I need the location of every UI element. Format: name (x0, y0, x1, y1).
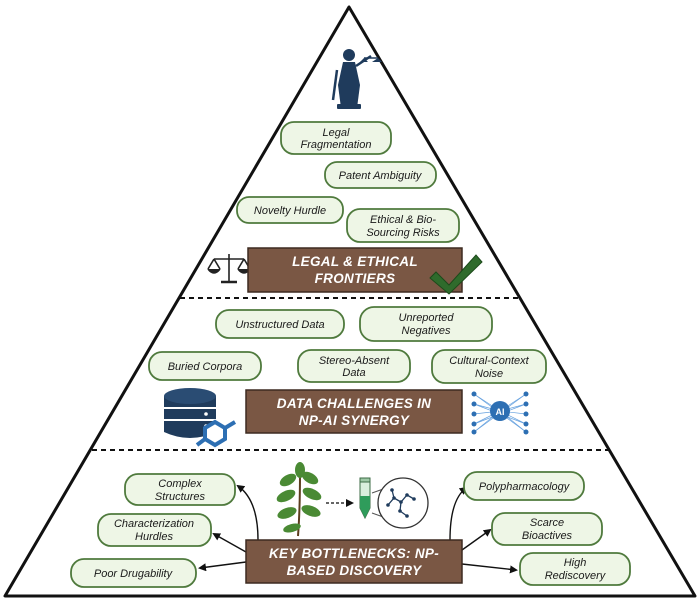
pill-cultural-noise-line2: Noise (475, 368, 503, 380)
pill-scarce-bioactives-line2: Bioactives (522, 530, 573, 542)
pill-ethical-risks: Ethical & Bio- Sourcing Risks (346, 208, 460, 243)
magnified-molecule-icon (371, 477, 429, 529)
pill-characterization-line1: Characterization (114, 518, 194, 530)
pill-patent-ambiguity: Patent Ambiguity (324, 161, 437, 189)
arrow-to-scarce-bioactives (461, 528, 492, 551)
pill-patent-ambiguity-label: Patent Ambiguity (339, 170, 423, 182)
pill-characterization-line2: Hurdles (135, 531, 173, 543)
pill-poor-drugability: Poor Drugability (70, 558, 197, 588)
pill-characterization-hurdles: Characterization Hurdles (97, 513, 212, 547)
banner-data-line2: NP-AI SYNERGY (299, 413, 411, 428)
test-tube-icon (359, 477, 371, 520)
pill-novelty-hurdle-label: Novelty Hurdle (254, 205, 326, 217)
pill-unstructured-data-label: Unstructured Data (235, 319, 324, 331)
ai-network-icon: AI (471, 391, 529, 435)
pill-polypharmacology-label: Polypharmacology (479, 481, 571, 493)
arrow-to-poor-drugability (198, 561, 247, 572)
pyramid-outline (3, 5, 697, 598)
pill-unstructured-data: Unstructured Data (215, 309, 345, 339)
pill-stereo-absent-data: Stereo-Absent Data (297, 349, 411, 383)
pill-scarce-bioactives: Scarce Bioactives (491, 512, 603, 546)
checkmark-icon (429, 254, 483, 295)
scales-icon (207, 254, 251, 284)
pill-novelty-hurdle: Novelty Hurdle (236, 196, 344, 224)
ai-chip-label: AI (496, 407, 505, 417)
pill-buried-corpora-label: Buried Corpora (168, 361, 243, 373)
banner-legal-line1: LEGAL & ETHICAL (292, 254, 418, 269)
banner-legal-line2: FRONTIERS (315, 271, 396, 286)
pill-complex-structures: Complex Structures (124, 473, 236, 506)
pill-legal-fragmentation-line2: Fragmentation (301, 139, 372, 151)
plant-icon (276, 462, 322, 537)
pill-stereo-absent-line1: Stereo-Absent (319, 355, 390, 367)
pill-poor-drugability-label: Poor Drugability (94, 568, 174, 580)
pill-unreported-negatives: Unreported Negatives (359, 306, 493, 342)
pill-unreported-negatives-line1: Unreported (398, 312, 454, 324)
arrow-to-high-rediscovery (461, 563, 518, 574)
lady-justice-icon (331, 49, 382, 109)
pill-legal-fragmentation: Legal Fragmentation (280, 121, 392, 155)
pill-complex-structures-line1: Complex (158, 478, 202, 490)
pill-unreported-negatives-line2: Negatives (402, 325, 451, 337)
banner-bottlenecks-line1: KEY BOTTLENECKS: NP- (269, 546, 439, 561)
banner-data-challenges: DATA CHALLENGES IN NP-AI SYNERGY (245, 389, 463, 434)
banner-bottlenecks-line2: BASED DISCOVERY (287, 563, 423, 578)
pill-high-rediscovery: High Rediscovery (519, 552, 631, 586)
banner-legal-ethical: LEGAL & ETHICAL FRONTIERS (247, 247, 463, 293)
molecule-icon (195, 419, 237, 448)
arrow-to-characterization (212, 533, 247, 553)
banner-key-bottlenecks: KEY BOTTLENECKS: NP- BASED DISCOVERY (245, 539, 463, 584)
pill-cultural-noise-line1: Cultural-Context (449, 355, 529, 367)
pill-stereo-absent-line2: Data (342, 367, 365, 379)
arrow-to-complex-structures (236, 484, 259, 541)
pill-scarce-bioactives-line1: Scarce (530, 517, 564, 529)
pill-high-rediscovery-line2: Rediscovery (545, 570, 607, 582)
pill-high-rediscovery-line1: High (564, 557, 587, 569)
pill-polypharmacology: Polypharmacology (463, 471, 585, 501)
pill-legal-fragmentation-line1: Legal (323, 127, 350, 139)
pill-complex-structures-line2: Structures (155, 491, 206, 503)
pill-ethical-risks-line2: Sourcing Risks (366, 227, 440, 239)
banner-data-line1: DATA CHALLENGES IN (277, 396, 431, 411)
pill-buried-corpora: Buried Corpora (148, 351, 262, 381)
pill-ethical-risks-line1: Ethical & Bio- (370, 214, 436, 226)
pill-cultural-context-noise: Cultural-Context Noise (431, 349, 547, 384)
